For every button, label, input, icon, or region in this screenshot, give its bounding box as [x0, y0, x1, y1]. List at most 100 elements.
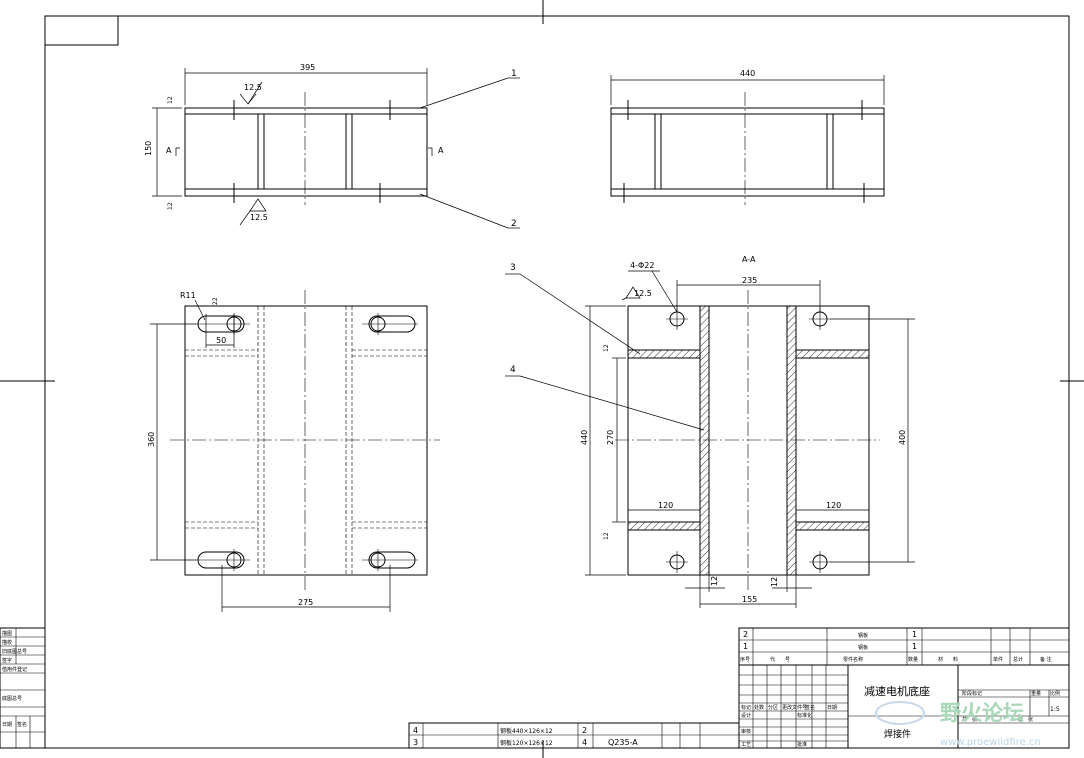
- dim-flange-top: 12: [167, 96, 174, 104]
- dim-section-web-left: 12: [710, 576, 719, 586]
- drawing-scale: 1:5: [1050, 706, 1060, 713]
- rib-tl: [627, 349, 701, 359]
- dim-section-bottom: 155: [742, 595, 757, 604]
- view-side: 440: [610, 69, 885, 205]
- dim-section-inner: 270: [606, 430, 615, 445]
- dim-section-height-left: 440: [580, 430, 589, 445]
- bom-header-unit-weight: 单件: [993, 656, 1003, 663]
- dim-flange-bottom: 12: [167, 202, 174, 210]
- drawing-name: 减速电机底座: [864, 684, 930, 698]
- role-label-0: 设计: [741, 712, 751, 719]
- bom-header-name: 零件名称: [843, 656, 863, 663]
- bom-header-remark: 备 注: [1040, 656, 1052, 663]
- web-right: [786, 305, 797, 576]
- corner-box: [44, 15, 119, 46]
- stage-label: 阶段标记: [962, 690, 982, 697]
- bom-header-qty: 数量: [908, 656, 918, 663]
- stamp-row-7: 签名: [17, 721, 27, 728]
- title-block: 标记 处数 分区 更改文件号 签名 日期 设计 审核 工艺 标准化 批准 减速电…: [738, 664, 1070, 749]
- rev-label-0: 标记: [741, 704, 751, 711]
- dim-plan-height: 360: [147, 432, 156, 447]
- dim-plan-slot-width: 22: [212, 297, 219, 305]
- sheet-no: 第 张: [1018, 716, 1033, 723]
- lower-bom-row-1-qty: 4: [582, 738, 587, 747]
- bom-row-1-name: 钢板: [858, 644, 868, 651]
- roughness-bottom: 12.5: [250, 213, 268, 222]
- rev-label-3: 更改文件号: [782, 704, 807, 711]
- callout-4: 4: [510, 365, 516, 375]
- side-stamp: 描图 描校 旧底图总号 签字 借用件登记 底图总号 日期 签名: [0, 627, 46, 749]
- sheet-total: 共 张: [962, 716, 977, 723]
- weight-label: 重量: [1031, 690, 1041, 697]
- drawing-subtitle: 焊接件: [884, 728, 911, 740]
- roughness-top: 12.5: [244, 83, 262, 92]
- rev-label-4: 签名: [805, 704, 815, 711]
- lower-bom-row-1-spec: 钢板120×126×12: [500, 739, 553, 747]
- view-front: 395 150 12 12 12.5 12.5 A A 1 2: [144, 63, 520, 229]
- lower-bom-row-1-material: Q235-A: [608, 738, 638, 747]
- bom-header-total-weight: 总计: [1013, 656, 1023, 663]
- bom-row-0-qty: 1: [912, 630, 917, 639]
- dim-top-width: 395: [300, 63, 315, 72]
- lower-bom-row-0-no: 4: [413, 726, 418, 735]
- dim-section-rib-left: 120: [658, 501, 673, 510]
- dim-section-plate-bottom: 12: [603, 532, 610, 540]
- section-mark-right: A: [438, 146, 444, 155]
- rib-br: [795, 521, 870, 531]
- section-title: A-A: [742, 255, 756, 264]
- dim-plan-radius: R11: [180, 291, 196, 300]
- lower-bom-row-0-qty: 2: [582, 726, 587, 735]
- callout-1: 1: [511, 69, 517, 79]
- dim-section-hole-span: 235: [742, 276, 757, 285]
- scale-label: 比例: [1050, 690, 1060, 697]
- callout-2: 2: [511, 219, 517, 229]
- stamp-row-5: 底图总号: [2, 695, 22, 702]
- dim-section-rib-right: 120: [826, 501, 841, 510]
- bom-row-0-no: 2: [743, 630, 748, 639]
- lower-bom-row-0-spec: 钢板440×126×12: [500, 727, 553, 735]
- rev-label-1: 处数: [754, 704, 764, 711]
- bom-row-1-no: 1: [743, 642, 748, 651]
- stamp-row-4: 借用件登记: [2, 666, 27, 673]
- dim-section-roughness: 12.5: [634, 289, 652, 298]
- dim-section-plate-top: 12: [603, 344, 610, 352]
- bom-header-code: 代 号: [770, 656, 790, 663]
- dim-side-width: 440: [740, 69, 755, 78]
- std-label-1: 批准: [797, 741, 807, 748]
- role-label-1: 审核: [741, 728, 751, 735]
- view-section: A-A 4-Φ22 12.5 235: [505, 255, 915, 608]
- dim-section-height-right: 400: [898, 430, 907, 445]
- lower-bom-row-1-no: 3: [413, 738, 418, 747]
- watermark-url: www.proewildfire.cn: [940, 737, 1041, 748]
- bom-table: 2 钢板 1 1 钢板 1 序号 代 号 零件名称 数量 材 料 单件 总计 备…: [738, 627, 1070, 666]
- lower-bom-table: 4 钢板440×126×12 2 3 钢板120×126×12 4 Q235-A: [408, 722, 740, 749]
- stamp-row-1: 描校: [2, 639, 12, 646]
- rib-tr: [795, 349, 870, 359]
- view-plan: R11 22 50 360 275: [147, 290, 440, 612]
- stamp-row-6: 日期: [2, 722, 12, 728]
- dim-section-web-right: 12: [770, 577, 779, 587]
- web-left: [699, 305, 710, 576]
- bom-header-material: 材 料: [938, 656, 958, 663]
- rib-bl: [627, 521, 701, 531]
- dim-plan-slot-len: 50: [216, 336, 226, 345]
- rev-label-5: 日期: [827, 705, 837, 711]
- rev-label-2: 分区: [768, 704, 778, 711]
- role-label-2: 工艺: [741, 742, 751, 748]
- dim-section-holes: 4-Φ22: [630, 261, 654, 270]
- section-mark-left: A: [166, 146, 172, 155]
- stamp-row-0: 描图: [2, 630, 12, 637]
- dim-top-height: 150: [144, 141, 153, 156]
- callout-3: 3: [510, 263, 516, 273]
- dim-plan-bottom: 275: [298, 598, 313, 607]
- watermark: 野火论坛 www.proewildfire.cn: [875, 701, 1041, 748]
- watermark-brand: 野火论坛: [940, 701, 1024, 725]
- bom-header-no: 序号: [740, 656, 750, 663]
- bom-row-0-name: 钢板: [858, 632, 868, 639]
- stamp-row-2: 旧底图总号: [2, 648, 27, 655]
- std-label-0: 标准化: [797, 712, 812, 719]
- bom-row-1-qty: 1: [912, 642, 917, 651]
- stamp-row-3: 签字: [2, 657, 12, 664]
